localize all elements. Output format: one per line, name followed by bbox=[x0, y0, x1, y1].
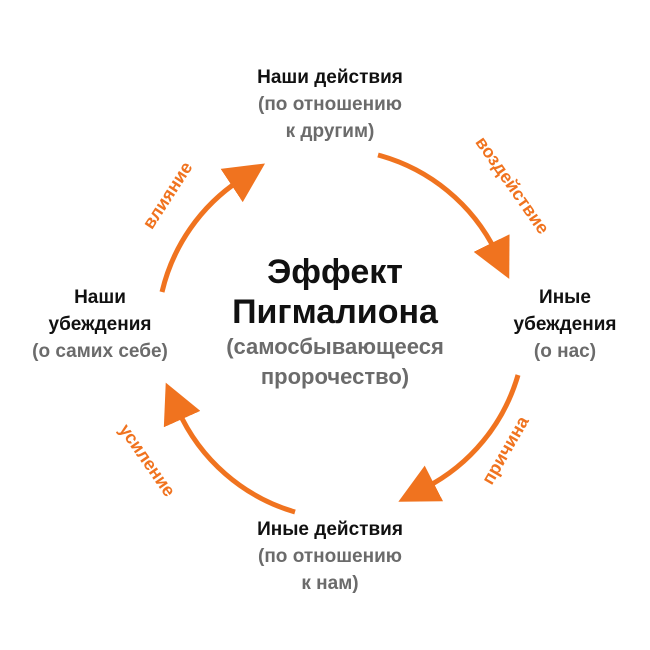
node-title: убеждения bbox=[48, 314, 152, 335]
node-title: Наши bbox=[74, 287, 126, 308]
arrow-influence bbox=[159, 163, 266, 293]
node-subtitle: к нам) bbox=[301, 573, 359, 594]
center-title: Эффект Пигмалиона (самосбывающееся проро… bbox=[226, 252, 444, 392]
node-others-actions: Иные действия (по отношению к нам) bbox=[257, 516, 403, 597]
node-subtitle: (по отношению bbox=[258, 546, 402, 567]
node-title: Наши действия bbox=[257, 67, 403, 88]
subtitle-line: (самосбывающееся bbox=[226, 334, 444, 359]
node-title: убеждения bbox=[513, 314, 617, 335]
node-subtitle: (по отношению bbox=[258, 94, 402, 115]
node-title: Иные bbox=[539, 287, 591, 308]
arrow-reinforcement bbox=[163, 382, 296, 515]
subtitle-line: пророчество) bbox=[260, 364, 410, 389]
node-our-actions: Наши действия (по отношению к другим) bbox=[257, 64, 403, 145]
node-subtitle: (о самих себе) bbox=[32, 341, 168, 362]
arrow-cause bbox=[398, 374, 521, 502]
node-title: Иные действия bbox=[257, 519, 403, 540]
node-others-beliefs: Иные убеждения (о нас) bbox=[514, 284, 617, 365]
node-our-beliefs: Наши убеждения (о самих себе) bbox=[32, 284, 168, 365]
node-subtitle: (о нас) bbox=[533, 341, 597, 362]
title-line: Эффект bbox=[267, 253, 403, 291]
title-line: Пигмалиона bbox=[232, 293, 438, 331]
node-subtitle: к другим) bbox=[285, 121, 375, 142]
arrow-impact bbox=[377, 152, 510, 279]
